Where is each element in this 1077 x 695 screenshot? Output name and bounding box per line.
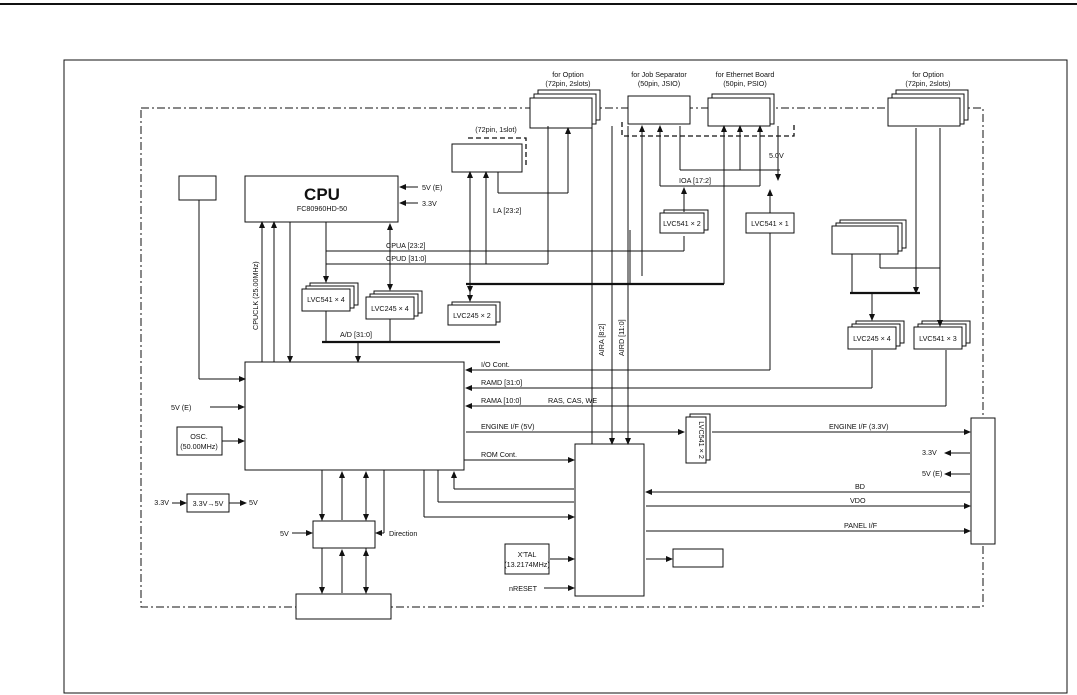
lvc245x4-cpu-transceiver: LVC245 × 4	[365, 290, 423, 320]
lvc541x1-buffer: LVC541 × 1	[745, 212, 795, 234]
rom-block	[295, 593, 392, 620]
lvc541x2-top-label: LVC541 × 2	[663, 219, 701, 228]
label-out-5ve: 5V (E)	[922, 469, 942, 478]
label-rom-cont: ROM Cont.	[481, 450, 517, 459]
label-vdo: VDO	[850, 496, 866, 505]
lvc541x2-top-buffer: LVC541 × 2	[659, 209, 709, 234]
label-cpud: CPUD [31:0]	[386, 254, 426, 263]
option-connector-left: for Option (72pin, 2slots)	[529, 70, 601, 129]
label-ras-cas-we: RAS, CAS, WE	[548, 396, 597, 405]
option-connector-right: for Option (72pin, 2slots)	[887, 70, 969, 127]
option-left-spec: (72pin, 2slots)	[545, 79, 590, 88]
option-right-label: for Option	[912, 70, 944, 79]
label-engine-if-33v: ENGINE I/F (3.3V)	[829, 422, 889, 431]
cpu-title: CPU	[304, 185, 340, 204]
label-panel-if: PANEL I/F	[844, 521, 878, 530]
label-io-cont: I/O Cont.	[481, 360, 510, 369]
regulator-input: 3.3V	[154, 498, 169, 507]
regulator-output: 5V	[249, 498, 258, 507]
slot-72pin-connector: (72pin, 1slot)	[451, 125, 527, 173]
lvc245x4-cpu-label: LVC245 × 4	[371, 304, 409, 313]
option-right-spec: (72pin, 2slots)	[905, 79, 950, 88]
label-out-33v: 3.3V	[922, 448, 937, 457]
dram-module	[831, 219, 907, 255]
cpu-block: CPU FC80960HD-50 5V (E) 3.3V	[244, 175, 442, 223]
label-buffer-5v: 5V	[280, 529, 289, 538]
label-cpuclk: CPUCLK (25.00MHz)	[251, 261, 260, 330]
label-ramd: RAMD [31:0]	[481, 378, 522, 387]
regulator-block: 3.3V→5V 3.3V 5V	[154, 493, 258, 513]
unlabeled-block-right	[672, 548, 724, 568]
label-5ve-left: 5V (E)	[171, 403, 191, 412]
lvc245x4-ram-label: LVC245 × 4	[853, 334, 891, 343]
label-engine-if-5v: ENGINE I/F (5V)	[481, 422, 535, 431]
unlabeled-block-topleft	[178, 175, 217, 201]
oscillator-block: OSC. (50.00MHz)	[176, 426, 223, 456]
ethernet-spec: (50pin, PSIO)	[723, 79, 767, 88]
option-region-dashed	[621, 122, 795, 137]
regulator-label: 3.3V→5V	[193, 499, 224, 508]
label-rama: RAMA [10:0]	[481, 396, 521, 405]
lvc541x3-label: LVC541 × 3	[919, 334, 957, 343]
engine-connector	[970, 417, 996, 545]
lvc245x4-ram-transceiver: LVC245 × 4	[847, 320, 905, 350]
cpu-part-number: FC80960HD-50	[297, 204, 347, 213]
label-direction: Direction	[389, 529, 417, 538]
xtal-label: X'TAL	[518, 550, 537, 559]
slot-72pin-label: (72pin, 1slot)	[475, 125, 517, 134]
option-left-label: for Option	[552, 70, 584, 79]
bus-wiring	[198, 125, 971, 594]
cpu-5ve-label: 5V (E)	[422, 183, 442, 192]
label-ioa: IOA [17:2]	[679, 176, 711, 185]
ethernet-label: for Ethernet Board	[716, 70, 775, 79]
label-5v0: 5.0V	[769, 151, 784, 160]
job-separator-label: for Job Separator	[631, 70, 687, 79]
label-nreset: nRESET	[509, 584, 538, 593]
cpu-33v-label: 3.3V	[422, 199, 437, 208]
label-la: LA [23:2]	[493, 206, 521, 215]
label-aird: AIRD [11:0]	[617, 319, 626, 356]
job-separator-spec: (50pin, JSIO)	[638, 79, 680, 88]
job-separator-connector: for Job Separator (50pin, JSIO)	[627, 70, 691, 125]
label-aira: AIRA [8:2]	[597, 324, 606, 356]
label-ad-bus: A/D [31:0]	[340, 330, 372, 339]
lvc541x2-mid-label: LVC541 × 2	[697, 421, 706, 459]
lvc541x1-label: LVC541 × 1	[751, 219, 789, 228]
ethernet-connector: for Ethernet Board (50pin, PSIO)	[707, 70, 775, 127]
xtal-frequency: (13.2174MHz)	[504, 560, 550, 569]
lvc541x4-buffer: LVC541 × 4	[301, 282, 359, 312]
lvc541x2-engine-buffer: LVC541 × 2	[685, 413, 711, 464]
engine-controller-asic	[574, 443, 645, 597]
lvc245x2-transceiver: LVC245 × 2	[447, 301, 501, 326]
lvc245x2-label: LVC245 × 2	[453, 311, 491, 320]
crystal-block: X'TAL (13.2174MHz)	[504, 543, 550, 575]
outer-frame	[63, 59, 1068, 694]
main-asic-block	[244, 361, 465, 471]
lvc541x3-buffer: LVC541 × 3	[913, 320, 971, 350]
direction-buffer	[312, 520, 376, 549]
osc-label: OSC.	[190, 432, 208, 441]
osc-frequency: (50.00MHz)	[180, 442, 218, 451]
lvc541x4-label: LVC541 × 4	[307, 295, 345, 304]
board-boundary	[140, 107, 984, 608]
label-cpua: CPUA [23:2]	[386, 241, 426, 250]
label-bd: BD	[855, 482, 865, 491]
